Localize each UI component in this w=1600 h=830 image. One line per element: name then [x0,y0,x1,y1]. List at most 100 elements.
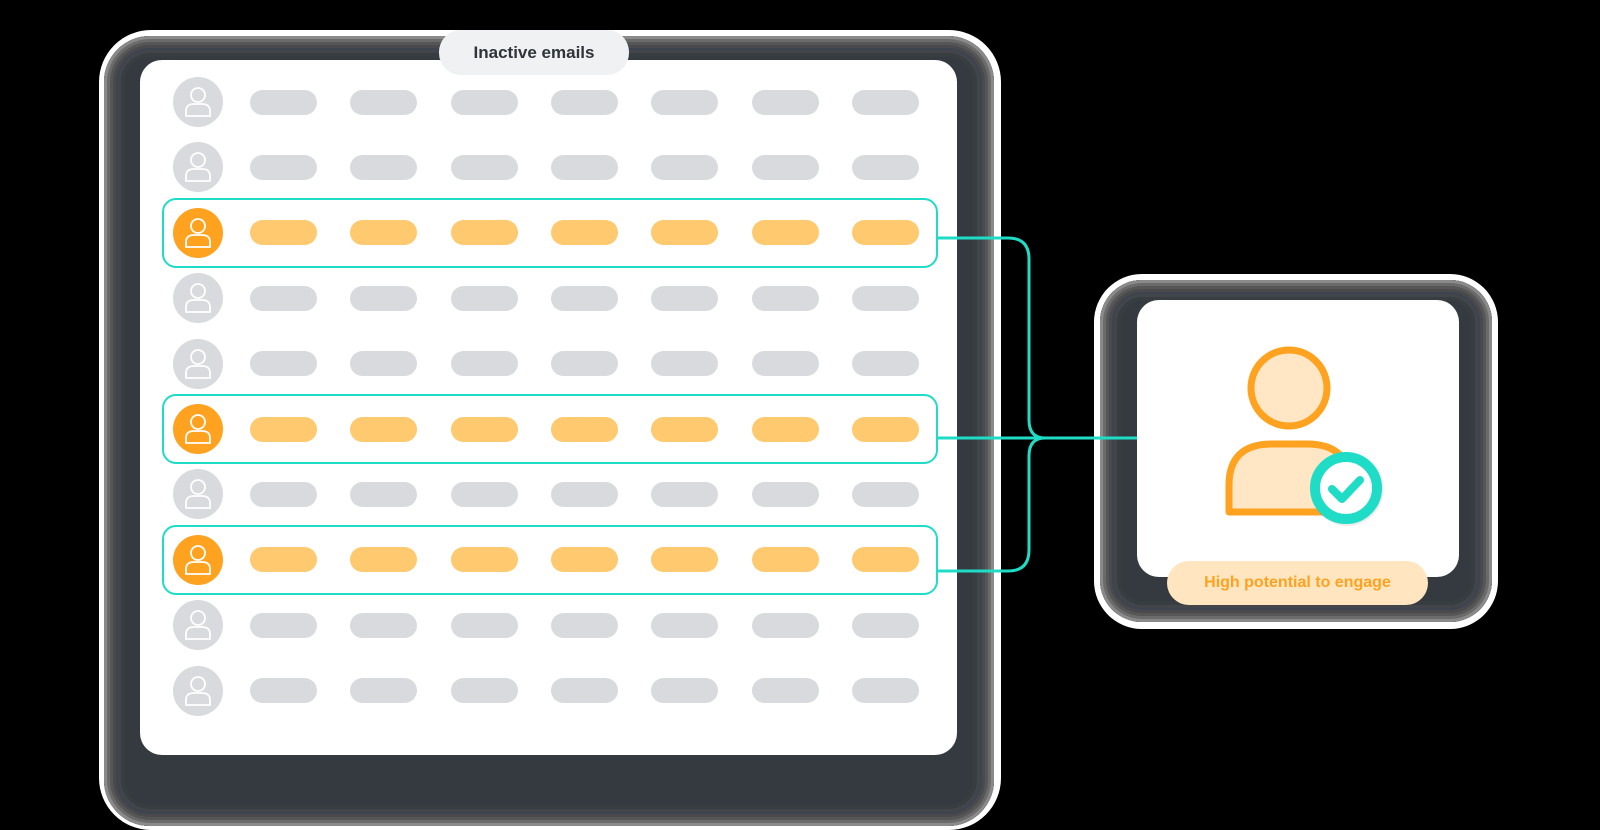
person-icon [185,217,211,248]
data-placeholder-pill [350,678,418,704]
left-panel [140,60,957,755]
person-icon [185,675,211,706]
person-icon [185,348,211,379]
data-placeholder-pill [450,678,518,704]
data-placeholder-pill [550,416,618,442]
data-placeholder-pill [550,220,618,246]
data-placeholder-pill [450,547,518,573]
data-placeholder-pill [851,220,919,246]
avatar [173,665,223,716]
data-placeholder-pill [651,220,719,246]
check-badge-icon [1310,452,1383,526]
data-placeholder-pill [851,481,919,507]
highlight-box [162,394,938,464]
data-placeholder-pill [250,481,317,507]
data-placeholder-pill [751,154,819,180]
data-placeholder-pill [350,416,418,442]
data-placeholder-pill [851,416,919,442]
data-placeholder-pill [550,678,618,704]
data-placeholder-pill [851,547,919,573]
data-placeholder-pill [450,285,518,311]
data-placeholder-pill [751,89,819,115]
data-placeholder-pill [550,547,618,573]
data-placeholder-pill [250,351,317,377]
panel-title: Inactive emails [439,30,629,75]
data-placeholder-pill [550,481,618,507]
person-icon [185,544,211,575]
data-placeholder-pill [651,89,719,115]
data-placeholder-pill [450,351,518,377]
person-icon [185,414,211,444]
avatar [173,338,223,389]
data-placeholder-pill [851,351,919,377]
avatar [173,469,223,520]
data-placeholder-pill [450,612,518,638]
user-check-icon [1225,346,1383,526]
data-placeholder-pill [651,678,719,704]
person-icon [185,283,211,314]
data-placeholder-pill [851,678,919,704]
data-placeholder-pill [250,416,317,442]
data-placeholder-pill [450,220,518,246]
data-placeholder-pill [751,220,819,246]
data-placeholder-pill [250,547,317,573]
data-placeholder-pill [350,154,418,180]
data-placeholder-pill [651,154,719,180]
person-icon [185,152,211,183]
connector-lines [937,236,1137,573]
data-placeholder-pill [651,547,719,573]
data-placeholder-pill [751,678,819,704]
data-placeholder-pill [751,481,819,507]
data-placeholder-pill [450,416,518,442]
person-icon [185,610,211,641]
data-placeholder-pill [550,612,618,638]
data-placeholder-pill [851,154,919,180]
data-placeholder-pill [250,89,317,115]
data-placeholder-pill [350,612,418,638]
data-placeholder-pill [250,678,317,704]
engagement-badge: High potential to engage [1167,561,1428,605]
data-placeholder-pill [651,351,719,377]
data-placeholder-pill [450,481,518,507]
data-placeholder-pill [651,481,719,507]
data-placeholder-pill [450,89,518,115]
data-placeholder-pill [851,285,919,311]
data-placeholder-pill [550,89,618,115]
data-placeholder-pill [751,285,819,311]
data-placeholder-pill [350,89,418,115]
person-icon [185,87,211,117]
data-placeholder-pill [651,285,719,311]
right-card [1137,300,1459,577]
avatar [173,77,223,127]
data-placeholder-pill [250,220,317,246]
data-placeholder-pill [651,416,719,442]
data-placeholder-pill [751,547,819,573]
data-placeholder-pill [250,154,317,180]
data-placeholder-pill [550,285,618,311]
avatar [173,404,223,454]
data-placeholder-pill [751,612,819,638]
data-placeholder-pill [250,285,317,311]
data-placeholder-pill [550,154,618,180]
data-placeholder-pill [851,612,919,638]
data-placeholder-pill [350,220,418,246]
data-placeholder-pill [751,416,819,442]
data-placeholder-pill [350,481,418,507]
avatar [173,142,223,193]
person-icon [185,479,211,510]
data-placeholder-pill [651,612,719,638]
avatar [173,600,223,651]
data-placeholder-pill [350,547,418,573]
data-placeholder-pill [350,285,418,311]
avatar [173,207,223,258]
data-placeholder-pill [751,351,819,377]
data-placeholder-pill [550,351,618,377]
data-placeholder-pill [851,89,919,115]
data-placeholder-pill [250,612,317,638]
avatar [173,534,223,585]
data-placeholder-pill [450,154,518,180]
avatar [173,273,223,324]
data-placeholder-pill [350,351,418,377]
highlight-box [162,197,938,268]
highlight-box [162,524,938,595]
